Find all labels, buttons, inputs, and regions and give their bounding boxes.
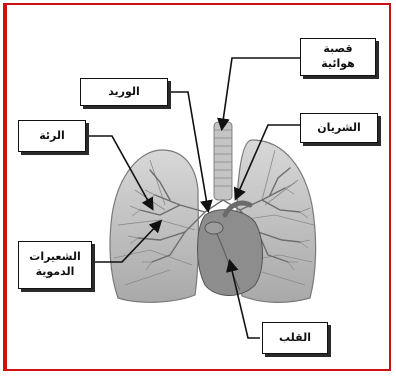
label-artery: الشريان [300, 113, 378, 143]
label-trachea: قصبة هوائية [300, 38, 376, 76]
label-vein: الوريد [80, 78, 168, 106]
trachea [214, 122, 232, 200]
label-heart: القلب [262, 322, 328, 354]
label-capillaries: الشعيرات الدموية [18, 241, 92, 289]
label-lung: الرئة [18, 120, 86, 152]
arrow-trachea [222, 58, 300, 128]
